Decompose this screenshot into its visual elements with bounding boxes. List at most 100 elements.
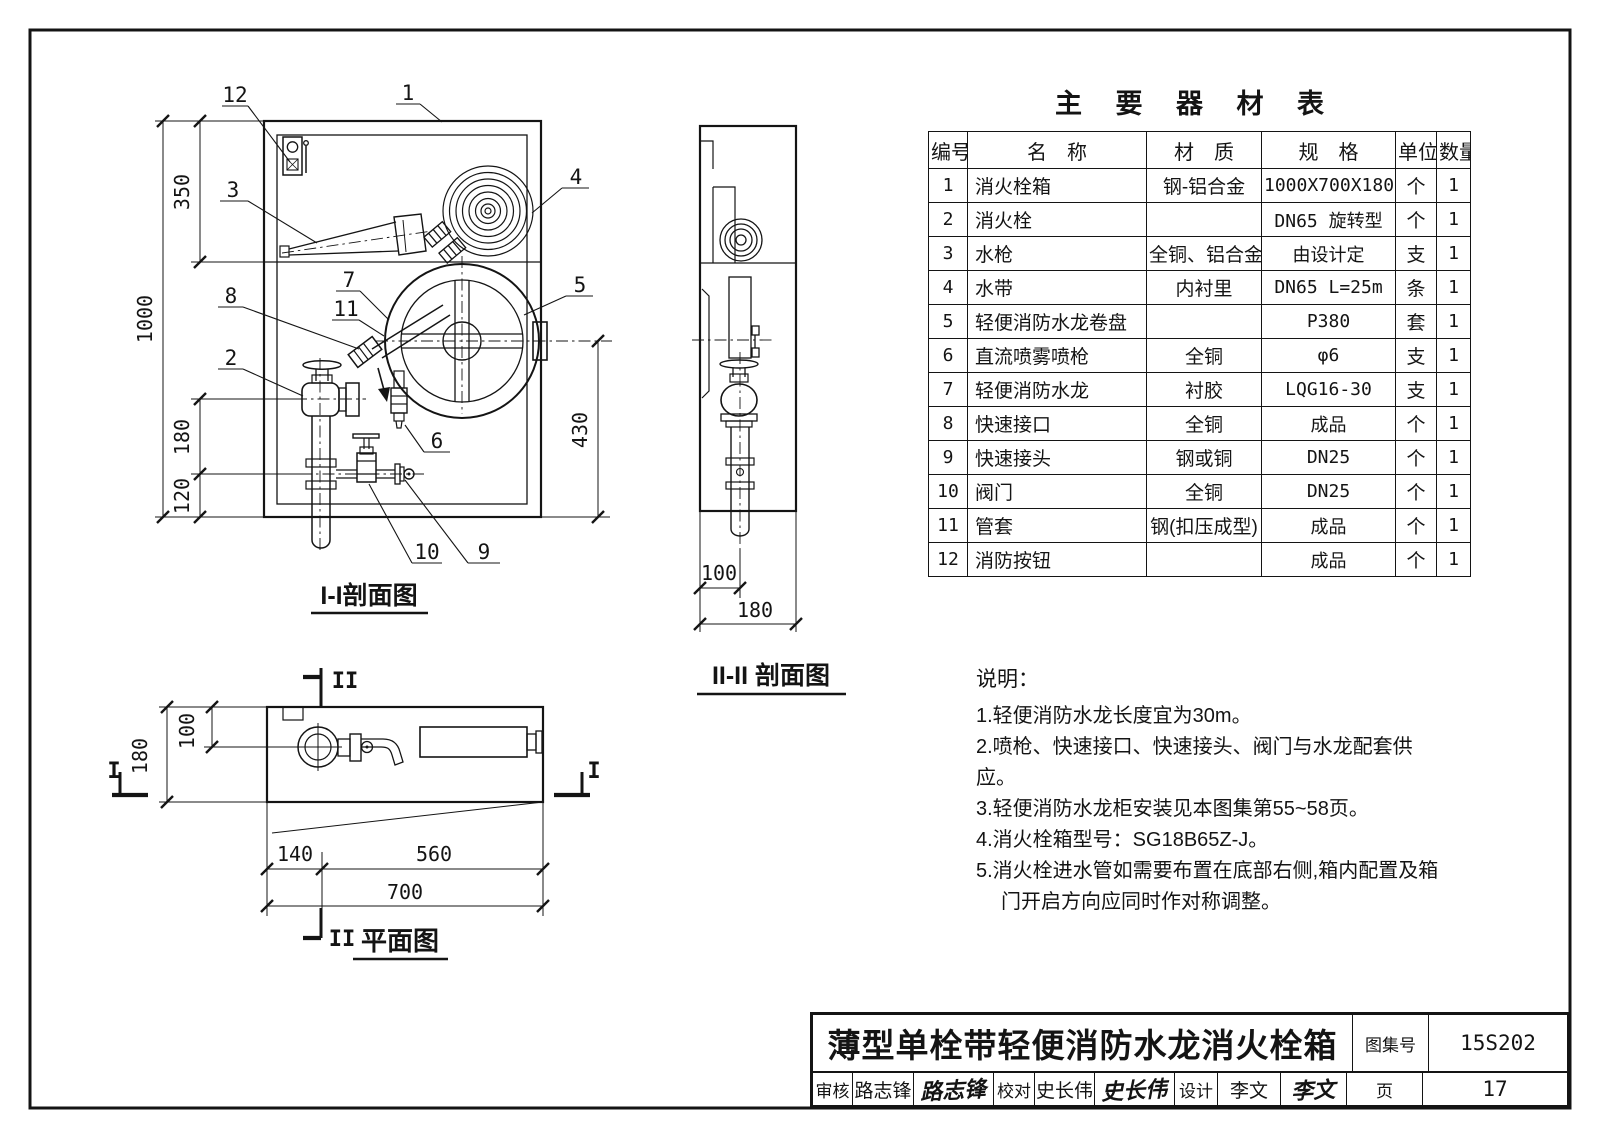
plan-mark-i-left: I	[107, 759, 120, 784]
designer-signature: 李文	[1281, 1073, 1347, 1105]
plan-mark-ii-bottom: II	[329, 927, 356, 952]
drawing-texts: 12 1 3 4 5 7 11 8 2 6 10 9 1000 350 180 …	[107, 81, 830, 956]
col-header-name: 名 称	[967, 131, 1147, 169]
proof-label: 校对	[994, 1073, 1035, 1105]
callout-4: 4	[570, 165, 583, 189]
note-line-continued: 门开启方向应同时作对称调整。	[1001, 891, 1281, 913]
col-header-unit: 单位	[1395, 131, 1437, 169]
plan-label: 平面图	[361, 926, 439, 956]
callout-11: 11	[333, 297, 358, 321]
hose-coil-icon	[442, 165, 534, 257]
col-header-spec: 规 格	[1261, 131, 1396, 169]
dim-1000: 1000	[133, 295, 157, 343]
section-ii-ii-drawing	[692, 124, 798, 549]
title-block-bottom-row: 审核 路志锋 路志锋 校对 史长伟 史长伟 设计 李文 李文 页 17	[813, 1073, 1567, 1105]
dim-120: 120	[170, 478, 194, 514]
review-label: 审核	[813, 1073, 853, 1105]
dim-430: 430	[568, 412, 592, 448]
fire-button-icon	[282, 136, 309, 176]
plan-dimensions	[159, 700, 550, 916]
atlas-no-label: 图集号	[1353, 1015, 1429, 1071]
dim-350: 350	[170, 174, 194, 210]
table-header-row: 编号 名 称 材 质 规 格 单位 数量	[928, 131, 1471, 169]
flow-arrow-icon	[377, 367, 390, 402]
dim-100-plan: 100	[175, 713, 199, 749]
label-underlines	[311, 611, 846, 961]
callout-2: 2	[225, 346, 238, 370]
plan-view-drawing	[265, 705, 545, 834]
notes-title: 说明：	[976, 668, 1039, 691]
section-i-i-drawing	[262, 119, 612, 550]
callout-3: 3	[227, 178, 240, 202]
atlas-no-value: 15S202	[1460, 1031, 1536, 1055]
callout-8: 8	[225, 284, 238, 308]
equipment-table-title: 主 要 器 材 表	[1054, 89, 1337, 119]
light-hose-icon	[347, 304, 451, 369]
proofer-signature-text: 史长伟	[1100, 1076, 1169, 1105]
plan-mark-ii-top: II	[332, 669, 359, 694]
sheet-title: 薄型单栓带轻便消防水龙消火栓箱	[813, 1015, 1353, 1071]
plan-mark-i-right: I	[587, 759, 600, 784]
page-number: 17	[1482, 1077, 1508, 1101]
section-i-i-callout-leaders	[218, 103, 593, 564]
title-block-top-row: 薄型单栓带轻便消防水龙消火栓箱 图集号 15S202	[813, 1015, 1567, 1073]
hydrant-valve-icon	[295, 358, 366, 550]
coil-side-icon	[719, 218, 763, 262]
reviewer-signature-text: 路志锋	[919, 1076, 988, 1105]
notes-section: 说明： 1.轻便消防水龙长度宜为30m。 2.喷枪、快速接口、快速接头、阀门与水…	[976, 664, 1446, 918]
reviewer-signature: 路志锋	[914, 1073, 994, 1105]
section-i-i-dimensions	[155, 114, 610, 524]
plan-section-marks	[112, 668, 590, 941]
riser-pipe-icon	[305, 416, 337, 549]
dim-700: 700	[387, 880, 423, 904]
page-label: 页	[1347, 1073, 1423, 1105]
note-line: 4.消火栓箱型号：SG18B65Z-J。	[976, 829, 1269, 851]
equipment-table-section: 主 要 器 材 表 编号 名 称 材 质 规 格 单位 数量 1消火栓箱钢-铝合…	[928, 82, 1471, 577]
callout-12: 12	[222, 83, 247, 107]
dim-100-s2: 100	[701, 561, 737, 585]
reel-plan-icon	[419, 726, 543, 758]
callout-9: 9	[478, 540, 491, 564]
note-line: 2.喷枪、快速接口、快速接头、阀门与水龙配套供应。	[976, 736, 1413, 789]
hose-coupling-pair-icon	[423, 220, 467, 264]
branch-valve-icon	[300, 433, 424, 485]
callout-5: 5	[574, 273, 587, 297]
valve-side-icon	[719, 359, 759, 428]
designer-name: 李文	[1218, 1073, 1281, 1105]
designer-signature-text: 李文	[1290, 1076, 1337, 1105]
equipment-table: 编号 名 称 材 质 规 格 单位 数量 1消火栓箱钢-铝合金1000X700X…	[928, 131, 1471, 577]
spray-gun-icon	[390, 370, 408, 429]
page-border	[28, 28, 1572, 1110]
col-header-material: 材 质	[1146, 131, 1262, 169]
dim-180-s2: 180	[737, 598, 773, 622]
note-line: 5.消火栓进水管如需要布置在底部右侧,箱内配置及箱	[976, 860, 1439, 882]
proofer-signature: 史长伟	[1095, 1073, 1175, 1105]
dim-140: 140	[277, 842, 313, 866]
dim-180-plan: 180	[128, 738, 152, 774]
callout-6: 6	[431, 429, 444, 453]
section-ii-ii-label: II-II 剖面图	[712, 662, 830, 690]
note-line: 1.轻便消防水龙长度宜为30m。	[976, 705, 1252, 727]
section-ii-ii-dimensions	[693, 511, 803, 632]
title-block: 薄型单栓带轻便消防水龙消火栓箱 图集号 15S202 审核 路志锋 路志锋 校对…	[810, 1012, 1570, 1108]
callout-10: 10	[414, 540, 439, 564]
reviewer-name: 路志锋	[853, 1073, 914, 1105]
col-header-no: 编号	[928, 131, 968, 169]
col-header-qty: 数量	[1436, 131, 1471, 169]
section-i-i-label: I-I剖面图	[320, 582, 417, 610]
dim-560: 560	[416, 842, 452, 866]
design-label: 设计	[1175, 1073, 1218, 1105]
